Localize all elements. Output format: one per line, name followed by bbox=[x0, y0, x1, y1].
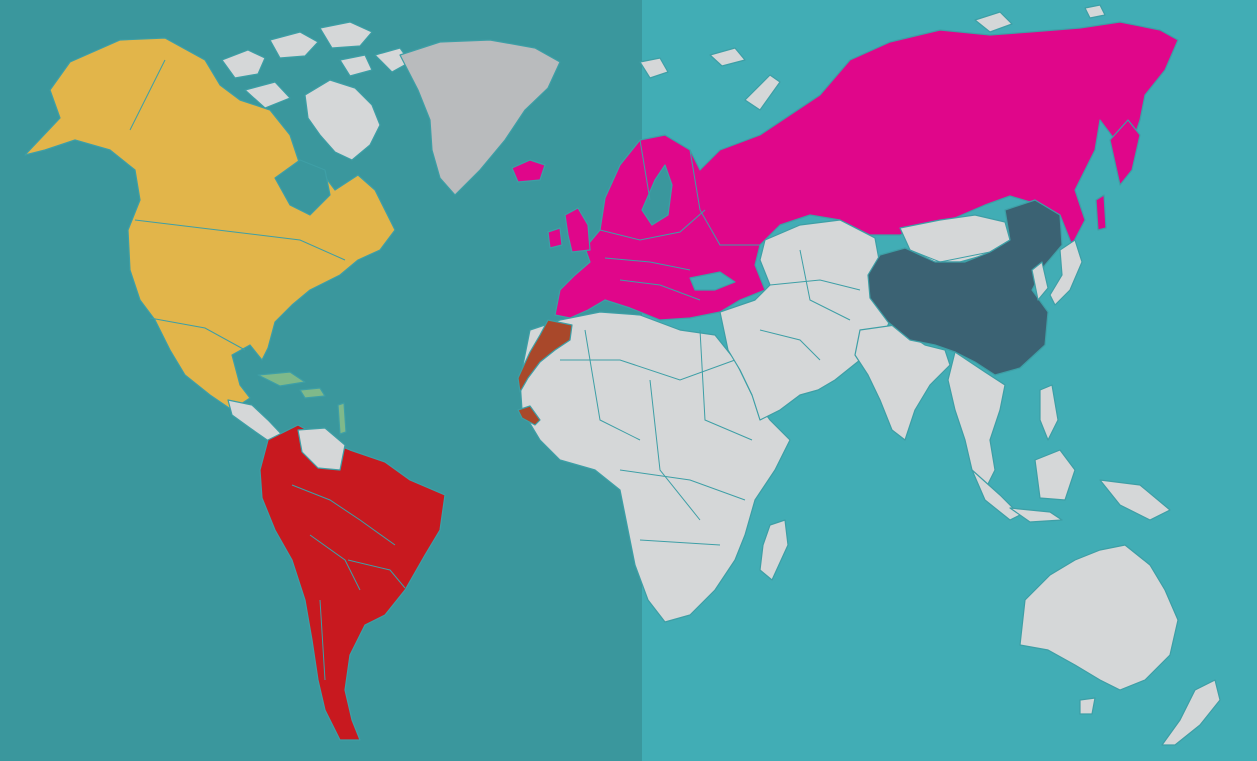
ireland bbox=[547, 227, 563, 249]
java bbox=[1009, 507, 1063, 523]
caribbean bbox=[257, 371, 347, 435]
severnaya-zemlya bbox=[974, 11, 1013, 33]
mongolia-china-border bbox=[904, 239, 1011, 263]
senegal-mauritania bbox=[517, 405, 541, 426]
japan bbox=[1049, 239, 1083, 306]
korea bbox=[1031, 261, 1049, 301]
philippines bbox=[1039, 384, 1059, 441]
middle-east-borders bbox=[759, 249, 861, 361]
black-sea bbox=[689, 271, 736, 291]
kamchatka bbox=[1109, 119, 1141, 186]
china bbox=[867, 199, 1063, 376]
arctic-islands bbox=[221, 4, 1106, 161]
arctic-island-1 bbox=[221, 49, 266, 79]
south-america bbox=[259, 424, 446, 741]
africa bbox=[519, 311, 791, 623]
morocco-western-sahara bbox=[517, 319, 573, 393]
baffin-island bbox=[304, 79, 381, 161]
arctic-island-3 bbox=[319, 21, 373, 49]
southeast-asia bbox=[947, 351, 1006, 491]
venezuela-guyana bbox=[297, 427, 346, 471]
baltic-sea bbox=[641, 164, 673, 226]
new-zealand bbox=[1161, 679, 1221, 746]
lesser-antilles bbox=[337, 402, 347, 435]
africa-borders bbox=[560, 329, 753, 546]
arctic-island-2 bbox=[269, 31, 319, 59]
franz-josef bbox=[709, 47, 746, 67]
iceland bbox=[511, 159, 546, 183]
arctic-island-6 bbox=[339, 54, 373, 77]
united-kingdom bbox=[564, 207, 591, 253]
borneo bbox=[1034, 449, 1076, 501]
svalbard bbox=[639, 57, 669, 79]
new-siberian-islands bbox=[1084, 4, 1106, 19]
cuba bbox=[257, 371, 306, 387]
tasmania bbox=[1079, 697, 1096, 715]
new-guinea bbox=[1099, 479, 1171, 521]
australia bbox=[1019, 544, 1179, 691]
india bbox=[854, 324, 951, 441]
south-america-borders bbox=[291, 484, 406, 681]
north-america-borders bbox=[129, 59, 346, 351]
arctic-island-5 bbox=[244, 81, 291, 109]
europe-russia bbox=[554, 21, 1179, 321]
sakhalin bbox=[1095, 194, 1107, 231]
hudson-bay bbox=[274, 159, 331, 216]
hispaniola bbox=[299, 387, 326, 399]
north-america bbox=[24, 37, 396, 411]
greenland bbox=[399, 39, 561, 196]
sumatra bbox=[971, 469, 1021, 521]
madagascar bbox=[759, 519, 789, 581]
novaya-zemlya bbox=[744, 74, 781, 111]
europe-borders bbox=[599, 139, 760, 301]
